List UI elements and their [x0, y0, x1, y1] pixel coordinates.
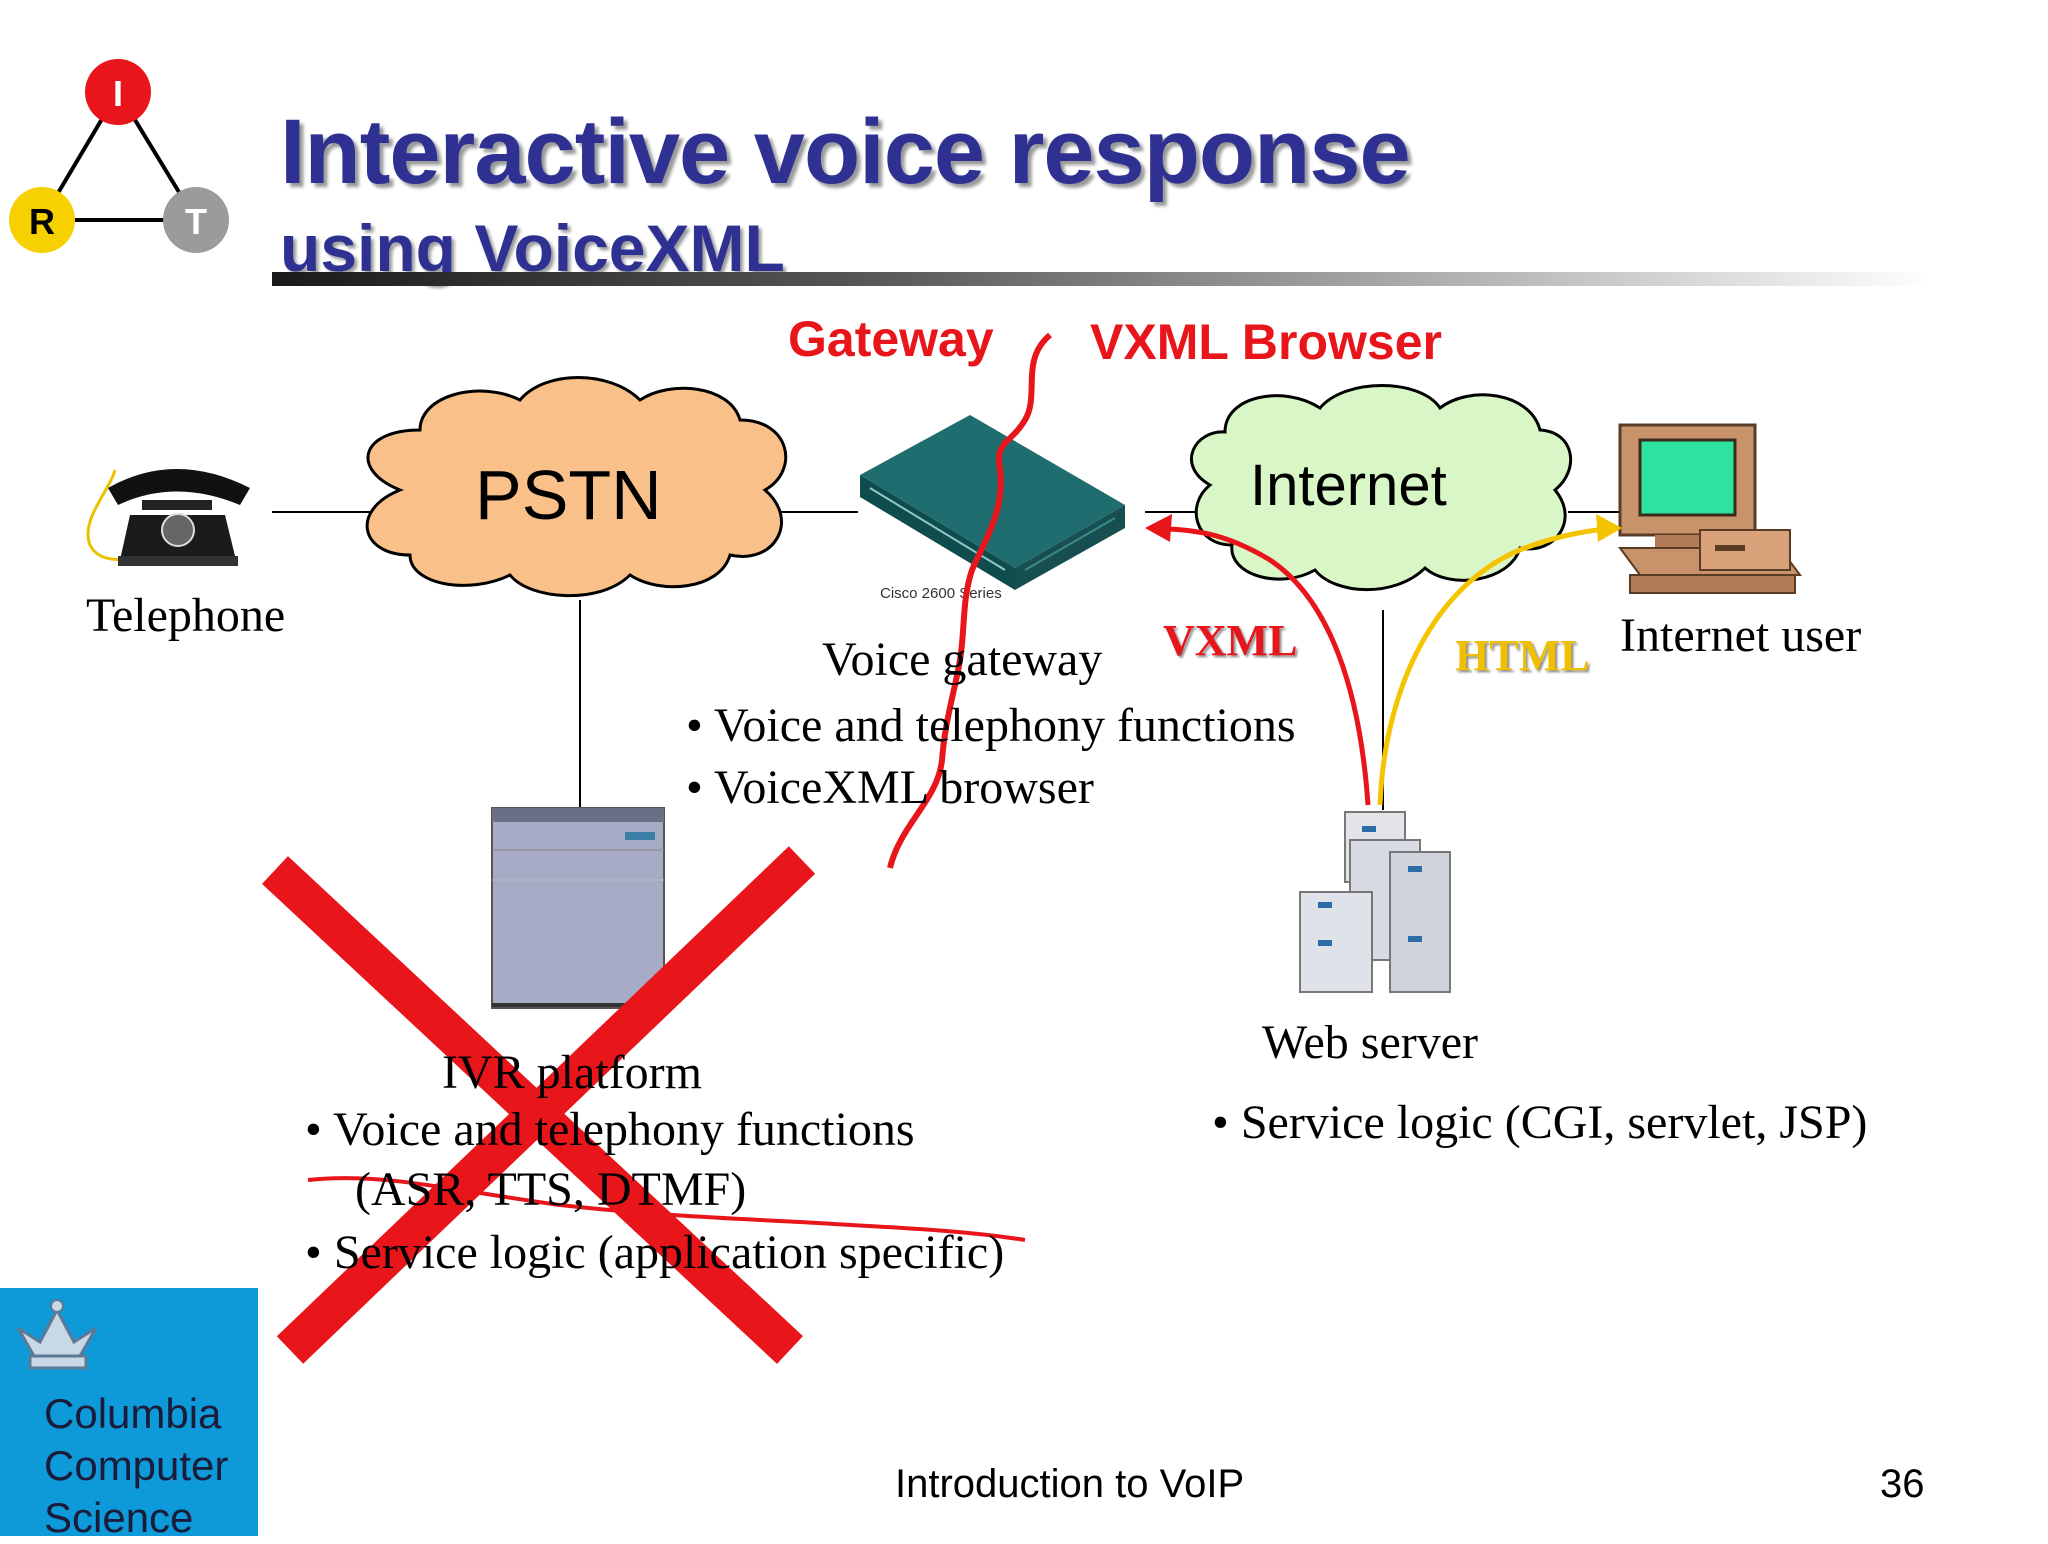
ivr-platform-label: IVR platform: [442, 1046, 702, 1099]
html-arrow-label: HTML: [1455, 631, 1590, 680]
device-model-label: Cisco 2600 Series: [880, 585, 1002, 602]
web-server-label: Web server: [1262, 1016, 1479, 1069]
pstn-label: PSTN: [475, 456, 662, 534]
web-server-device: [1299, 811, 1451, 993]
crown-icon: [16, 1299, 98, 1370]
telephone-label: Telephone: [86, 589, 286, 642]
ivr-bullet-1-continuation: (ASR, TTS, DTMF): [355, 1163, 747, 1216]
ivr-bullet-1-text: Voice and telephony functions: [332, 1103, 915, 1156]
ivr-strikethrough: [307, 1176, 1026, 1242]
logo-t-circle: [163, 187, 229, 253]
footer-title: Introduction to VoIP: [895, 1462, 1245, 1506]
voice-gateway-label: Voice gateway: [822, 633, 1103, 686]
gateway-bullet-2: • VoiceXML browser: [686, 761, 1094, 814]
internet-cloud: [1189, 384, 1572, 592]
irt-logo: I R T: [9, 59, 229, 253]
columbia-logo-block: [0, 1288, 258, 1536]
slide-title: Interactive voice response: [280, 101, 1411, 203]
voice-gateway-device: [860, 415, 1125, 590]
gateway-bullet-1-text: Voice and telephony functions: [713, 699, 1296, 752]
logo-letter-t: T: [185, 201, 207, 242]
vxml-arrow: [1149, 525, 1371, 806]
web-server-bullet-1: • Service logic (CGI, servlet, JSP): [1212, 1096, 1868, 1149]
page-number: 36: [1880, 1462, 1925, 1506]
columbia-line-2: Computer: [44, 1442, 229, 1489]
gateway-divider-line: [887, 332, 1053, 869]
internet-user-label: Internet user: [1620, 609, 1862, 662]
gateway-label: Gateway: [788, 311, 994, 367]
columbia-line-1: Columbia: [44, 1390, 222, 1437]
columbia-text: Columbia Computer Science: [44, 1388, 228, 1544]
logo-r-circle: [9, 187, 75, 253]
gateway-bullet-2-text: VoiceXML browser: [713, 761, 1094, 814]
telephone-icon: [86, 469, 250, 566]
logo-letter-r: R: [29, 201, 55, 242]
ivr-bullet-2-text: Service logic (application specific): [333, 1226, 1005, 1279]
html-arrow: [1377, 525, 1616, 806]
html-arrowhead: [1596, 514, 1622, 542]
pstn-cloud: [365, 376, 788, 598]
web-server-bullet-1-text: Service logic (CGI, servlet, JSP): [1240, 1096, 1868, 1149]
vxml-browser-label: VXML Browser: [1090, 314, 1442, 370]
red-x-stroke-2: [276, 846, 816, 1364]
computer-icon: [1618, 423, 1802, 594]
ivr-bullet-1: • Voice and telephony functions: [305, 1103, 915, 1156]
logo-i-circle: [85, 59, 151, 125]
vxml-arrow-label: VXML: [1163, 616, 1298, 665]
internet-label: Internet: [1250, 453, 1447, 518]
logo-letter-i: I: [113, 73, 123, 114]
ivr-platform-device: [491, 807, 665, 1009]
vxml-arrowhead: [1145, 514, 1172, 542]
gateway-bullet-1: • Voice and telephony functions: [686, 699, 1296, 752]
columbia-line-3: Science: [44, 1494, 194, 1541]
title-underline: [272, 272, 1932, 286]
ivr-bullet-2: • Service logic (application specific): [305, 1226, 1005, 1279]
